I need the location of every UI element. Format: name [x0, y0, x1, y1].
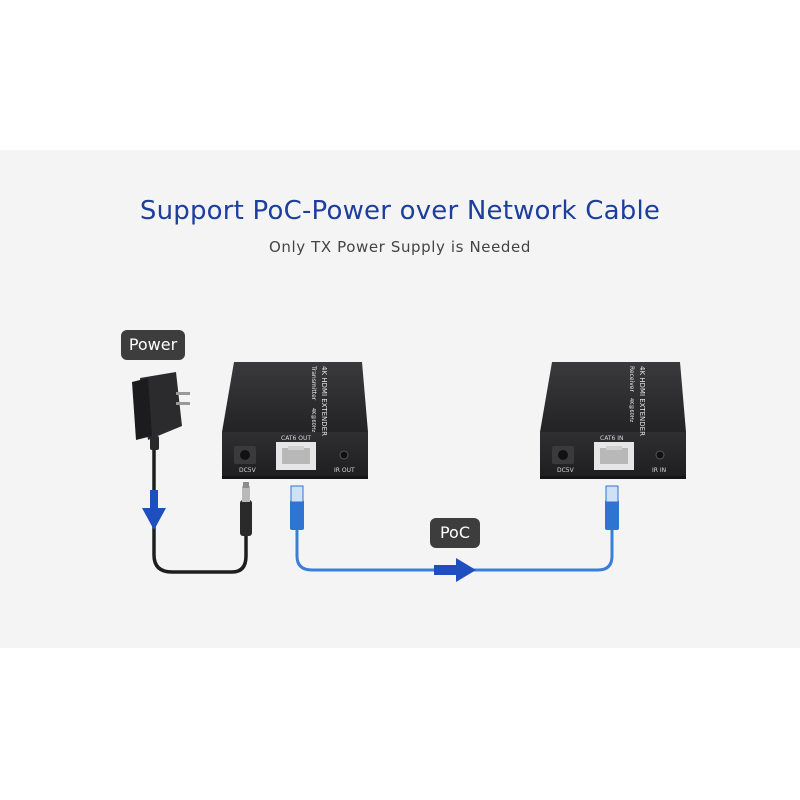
power-label: Power — [121, 330, 185, 360]
rj45-plug-right — [605, 485, 619, 530]
cat-port-label: CAT6 IN — [600, 435, 623, 442]
ir-port — [339, 450, 349, 460]
receiver-product-label: 4K HDMI EXTENDER — [638, 366, 646, 436]
rj45-plug-left — [290, 485, 304, 530]
poc-label: PoC — [430, 518, 480, 548]
ir-port-label: IR OUT — [334, 467, 355, 474]
page-subtitle: Only TX Power Supply is Needed — [268, 238, 532, 256]
dc-plug — [240, 482, 252, 536]
plug-prong — [176, 402, 190, 405]
power-adapter — [132, 372, 190, 450]
dc-port-label: DC5V — [239, 467, 257, 474]
receiver-role-label: Receiver — [628, 366, 635, 392]
cat-port-label: CAT6 OUT — [281, 435, 311, 442]
transmitter-product-label: 4K HDMI EXTENDER — [320, 366, 328, 436]
ir-port — [655, 450, 665, 460]
ir-port-label: IR IN — [652, 467, 666, 474]
plug-prong — [176, 392, 190, 395]
dc-port-label: DC5V — [557, 467, 575, 474]
transmitter-role-label: Transmitter — [310, 365, 317, 401]
receiver-device: 4K HDMI EXTENDER Receiver 4K@60Hz DC5V C… — [540, 362, 686, 479]
right-arrow-icon — [434, 558, 476, 582]
power-cable — [152, 450, 248, 574]
transmitter-badge: 4K@60Hz — [310, 408, 316, 433]
down-arrow-icon — [142, 490, 166, 530]
page-title: Support PoC-Power over Network Cable — [139, 196, 661, 226]
receiver-badge: 4K@60Hz — [628, 398, 634, 423]
transmitter-device: 4K HDMI EXTENDER Transmitter 4K@60Hz DC5… — [222, 362, 368, 479]
